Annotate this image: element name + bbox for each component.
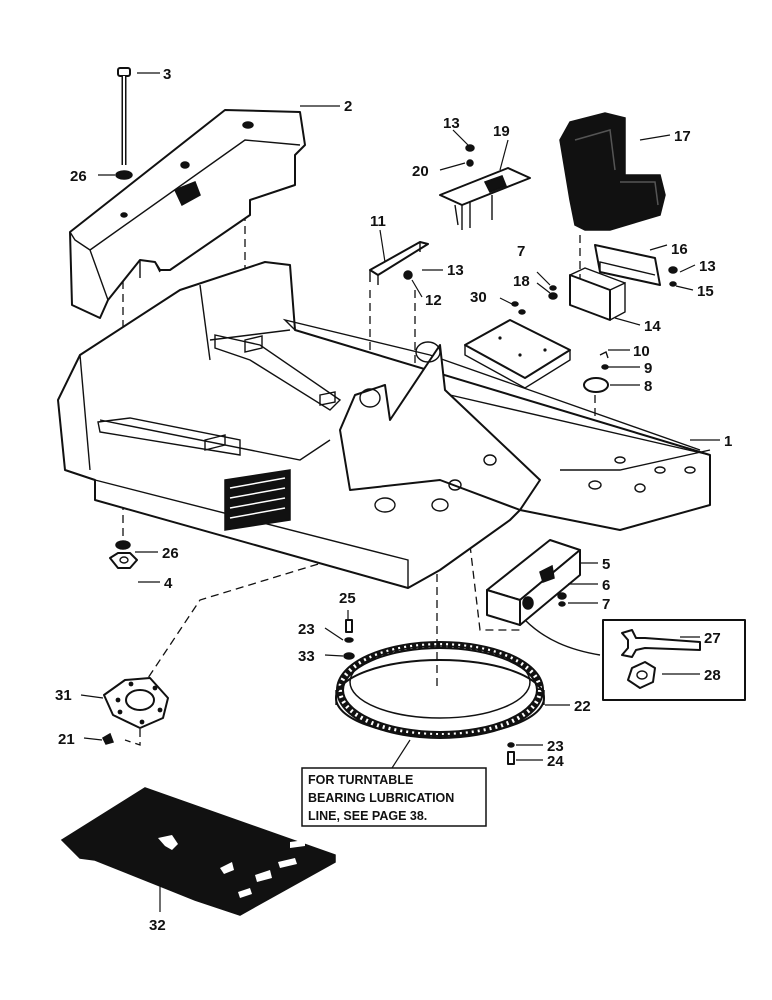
callout-7-bottom: 7 [602,596,610,613]
callout-22: 22 [574,698,591,715]
callout-13-top: 13 [443,115,460,132]
callout-20: 20 [412,163,429,180]
floor-plate [60,787,336,916]
plate-30 [464,301,571,389]
callout-24: 24 [547,753,564,770]
bracket-11 [369,241,429,285]
callout-numbers: 3 2 26 26 4 13 19 20 17 11 13 12 7 18 30… [55,66,732,934]
callout-14: 14 [644,318,661,335]
callout-7-top: 7 [517,243,525,260]
callout-13-mid: 13 [447,262,464,279]
note-line-1: FOR TURNTABLE [308,773,413,787]
callout-33: 33 [298,648,315,665]
callout-5: 5 [602,556,610,573]
callout-2: 2 [344,98,352,115]
leader-lines [80,72,720,912]
callout-28: 28 [704,667,721,684]
callout-23-left: 23 [298,621,315,638]
callout-27: 27 [704,630,721,647]
callout-1: 1 [724,433,732,450]
callout-11: 11 [370,213,386,230]
callout-25: 25 [339,590,356,607]
callout-15: 15 [697,283,714,300]
note-line-2: BEARING LUBRICATION [308,791,454,805]
bracket-19 [439,144,531,230]
callout-9: 9 [644,360,652,377]
callout-4: 4 [164,575,173,592]
callout-3: 3 [163,66,171,83]
seat-bracket-16 [594,244,678,287]
callout-23-right: 23 [547,738,564,755]
tool-inset [602,619,746,701]
note-line-3: LINE, SEE PAGE 38. [308,809,427,823]
callout-26-bottom: 26 [162,545,179,562]
callout-31: 31 [55,687,72,704]
callout-10: 10 [633,343,650,360]
callout-6: 6 [602,577,610,594]
seat-riser-14 [569,267,626,321]
callout-18: 18 [513,273,530,290]
callout-21: 21 [58,731,75,748]
small-hardware [102,285,609,765]
swing-motor-plate [103,677,169,729]
callout-8: 8 [644,378,652,395]
callout-32: 32 [149,917,166,934]
turntable-bearing [335,641,545,739]
operator-seat [559,112,666,231]
callout-16: 16 [671,241,688,258]
callout-13-right: 13 [699,258,716,275]
counterweight [69,109,306,319]
callout-19: 19 [493,123,510,140]
tool-box [486,539,601,656]
callout-17: 17 [674,128,691,145]
callout-30: 30 [470,289,487,306]
callout-12: 12 [425,292,442,309]
callout-26-top: 26 [70,168,87,185]
lubrication-note: FOR TURNTABLE BEARING LUBRICATION LINE, … [301,739,487,827]
counterweight-bolt [109,67,138,569]
main-frame [57,261,711,589]
